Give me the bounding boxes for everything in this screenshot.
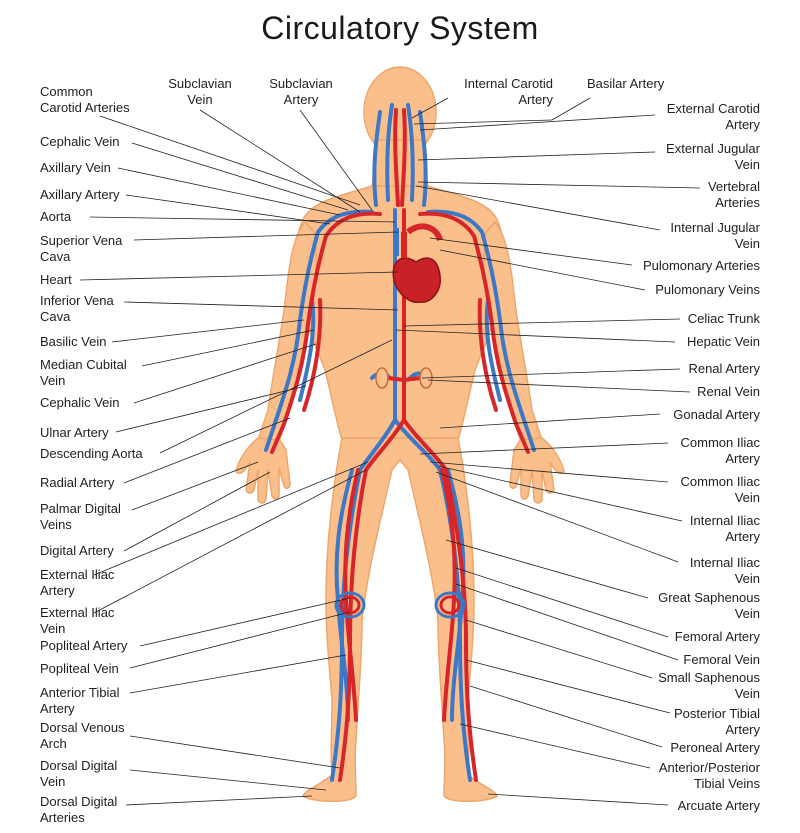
label-dorsal-digital-vein: Dorsal Digital Vein (40, 758, 118, 789)
label-gonadal-artery: Gonadal Artery (673, 407, 760, 422)
label-peroneal-artery: Peroneal Artery (670, 740, 760, 755)
label-palmar-digital-veins: Palmar Digital Veins (40, 501, 121, 532)
label-popliteal-artery: Popliteal Artery (40, 638, 128, 653)
label-digital-artery: Digital Artery (40, 543, 114, 558)
label-external-jugular-vein: External Jugular Vein (666, 141, 760, 172)
label-arcuate-artery: Arcuate Artery (677, 798, 760, 813)
label-great-saphenous-vein: Great Saphenous Vein (658, 590, 760, 621)
label-subclavian-vein: Subclavian Vein (168, 76, 232, 107)
label-femoral-artery: Femoral Artery (674, 629, 760, 644)
heart-shape (392, 223, 443, 304)
label-heart: Heart (40, 272, 72, 287)
label-pulomonary-arteries: Pulomonary Arteries (642, 258, 760, 273)
label-axillary-artery: Axillary Artery (40, 187, 120, 202)
arteries (270, 108, 530, 782)
label-hepatic-vein: Hepatic Vein (687, 334, 760, 349)
label-anterior-posterior-tibial-veins: Anterior/Posterior Tibial Veins (658, 760, 760, 791)
label-external-carotid-artery: External Carotid Artery (666, 101, 760, 132)
label-external-iliac-artery: External Iliac Artery (40, 567, 115, 598)
label-radial-artery: Radial Artery (40, 475, 115, 490)
label-posterior-tibial-artery: Posterior Tibial Artery (674, 706, 760, 737)
label-inferior-vena-cava: Inferior Vena Cava (40, 293, 114, 324)
label-internal-carotid-artery: Internal Carotid Artery (464, 76, 553, 107)
label-descending-aorta: Descending Aorta (40, 446, 143, 461)
body-silhouette (235, 66, 565, 802)
label-internal-iliac-artery: Internal Iliac Artery (689, 513, 760, 544)
label-common-iliac-artery: Common Iliac Artery (680, 435, 760, 466)
label-basilar-artery: Basilar Artery (587, 76, 665, 91)
diagram-title: Circulatory System (261, 10, 539, 46)
label-common-carotid-arteries: Common Carotid Arteries (40, 84, 130, 115)
label-external-iliac-vein: External Iliac Vein (40, 605, 115, 636)
label-cephalic-vein-lower: Cephalic Vein (40, 395, 120, 410)
label-small-saphenous-vein: Small Saphenous Vein (658, 670, 760, 701)
label-ulnar-artery: Ulnar Artery (40, 425, 109, 440)
label-cephalic-vein-upper: Cephalic Vein (40, 134, 120, 149)
label-subclavian-artery: Subclavian Artery (269, 76, 333, 107)
label-renal-artery: Renal Artery (688, 361, 760, 376)
label-celiac-trunk: Celiac Trunk (687, 311, 760, 326)
label-popliteal-vein: Popliteal Vein (40, 661, 119, 676)
label-femoral-vein: Femoral Vein (683, 652, 760, 667)
label-internal-iliac-vein: Internal Iliac Vein (689, 555, 760, 586)
label-aorta: Aorta (40, 209, 72, 224)
label-anterior-tibial-artery: Anterior Tibial Artery (40, 685, 120, 716)
label-common-iliac-vein: Common Iliac Vein (680, 474, 760, 505)
label-median-cubital-vein: Median Cubital Vein (40, 357, 127, 388)
label-internal-jugular-vein: Internal Jugular Vein (670, 220, 760, 251)
label-dorsal-venous-arch: Dorsal Venous Arch (40, 720, 125, 751)
label-basilic-vein: Basilic Vein (40, 334, 107, 349)
label-renal-vein: Renal Vein (697, 384, 760, 399)
leader-lines (79, 97, 701, 806)
label-dorsal-digital-arteries: Dorsal Digital Arteries (40, 794, 118, 825)
label-axillary-vein: Axillary Vein (40, 160, 111, 175)
knee-vessel-loops (334, 591, 466, 619)
label-pulomonary-veins: Pulomonary Veins (655, 282, 760, 297)
label-vertebral-arteries: Vertebral Arteries (707, 179, 760, 210)
label-superior-vena-cava: Superior Vena Cava (40, 233, 123, 264)
